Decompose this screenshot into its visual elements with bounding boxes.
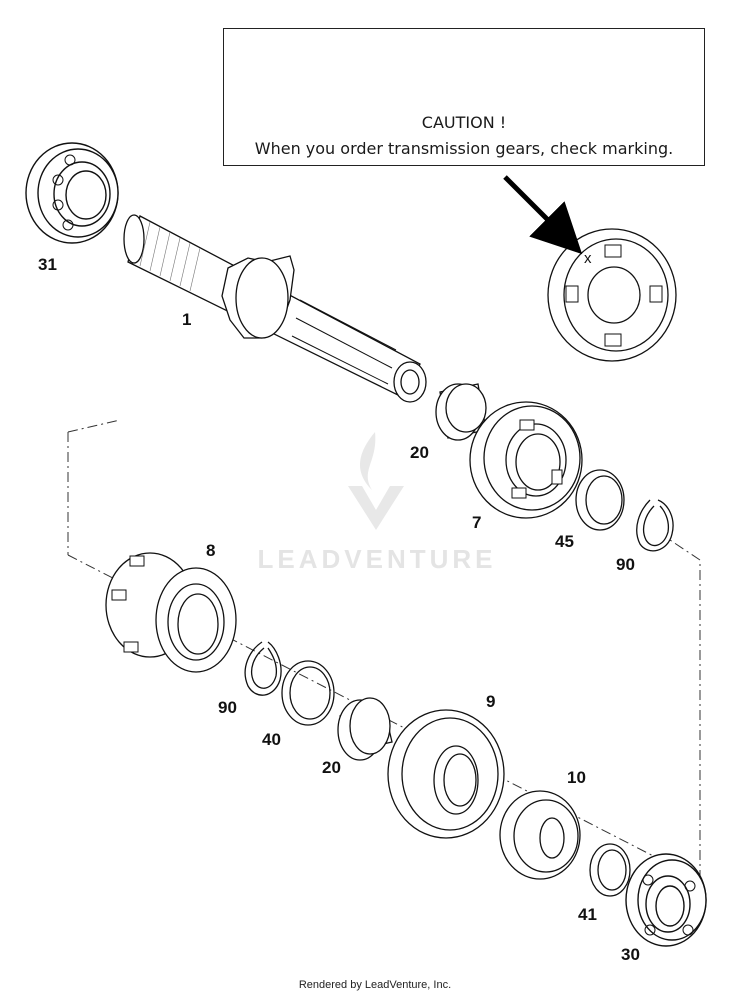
- gear-8: [105, 552, 237, 673]
- watermark-logo: [348, 432, 404, 530]
- circlip-90-lower: [244, 641, 282, 696]
- thrust-washer-41: [589, 843, 631, 897]
- part-label-20-lower: 20: [322, 758, 341, 777]
- part-label-40: 40: [262, 730, 281, 749]
- thrust-washer-40: [281, 660, 335, 726]
- thrust-washer-45: [575, 469, 625, 531]
- caution-box: CAUTION ! When you order transmission ge…: [223, 28, 705, 166]
- part-label-8: 8: [206, 541, 216, 560]
- circlip-90-upper: [636, 499, 674, 552]
- part-label-41: 41: [578, 905, 597, 924]
- part-label-20-upper: 20: [410, 443, 429, 462]
- gear-10: [499, 790, 581, 880]
- part-label-10: 10: [567, 768, 586, 787]
- needle-bushing-20-upper: [435, 383, 487, 441]
- main-shaft-1: [123, 214, 427, 403]
- part-label-9: 9: [486, 692, 496, 711]
- gear-7: [469, 401, 583, 519]
- part-label-7: 7: [472, 513, 482, 532]
- marked-gear-detail: [547, 228, 677, 362]
- part-label-31: 31: [38, 255, 57, 274]
- part-label-1: 1: [182, 310, 192, 329]
- marking-arrow: [503, 175, 583, 255]
- bearing-30: [625, 853, 707, 947]
- gear-marking: x: [584, 250, 592, 267]
- footer-credit: Rendered by LeadVenture, Inc.: [298, 979, 452, 991]
- gear-9: [387, 709, 505, 839]
- part-label-45: 45: [555, 532, 574, 551]
- watermark-text: LEADVENTURE: [257, 544, 497, 574]
- bearing-31: [25, 142, 119, 244]
- caution-title: CAUTION !: [421, 113, 507, 132]
- part-label-90-upper: 90: [616, 555, 635, 574]
- needle-bushing-20-lower: [337, 697, 393, 761]
- caution-text: When you order transmission gears, check…: [254, 139, 674, 158]
- part-label-90-lower: 90: [218, 698, 237, 717]
- part-label-30: 30: [621, 945, 640, 964]
